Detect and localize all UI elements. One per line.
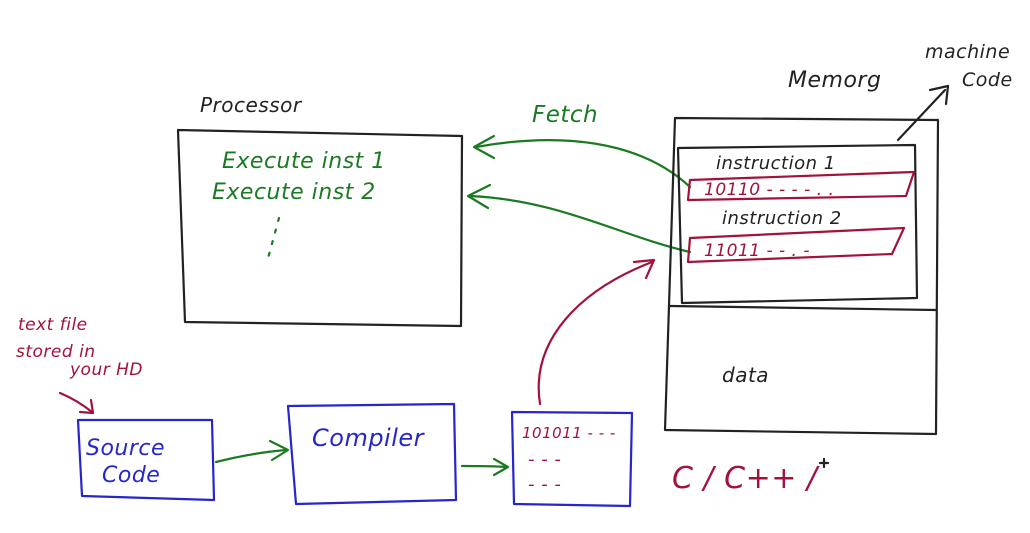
load-to-memory-arrow-head xyxy=(632,258,656,280)
cursor-mark xyxy=(818,457,830,469)
processor-line-1: Execute inst 1 xyxy=(222,149,386,174)
source-to-compiler-arrow-head xyxy=(268,439,290,462)
languages-label: C / C++ / xyxy=(672,461,820,496)
source-code-box xyxy=(76,418,216,502)
fetch-arrow-2-head xyxy=(466,183,492,210)
instruction-2-label: instruction 2 xyxy=(722,208,842,229)
processor-line-2: Execute inst 2 xyxy=(212,180,376,205)
binary-file-line-3: - - - xyxy=(528,474,561,495)
instruction-1-label: instruction 1 xyxy=(716,153,836,174)
source-code-line-1: Source xyxy=(86,436,165,461)
binary-file-line-2: - - - xyxy=(528,449,561,470)
processor-box xyxy=(176,128,464,328)
note-arrow-head xyxy=(78,398,95,415)
binary-file-box xyxy=(510,410,634,508)
memory-box xyxy=(663,116,940,436)
compiler-label: Compiler xyxy=(312,424,426,452)
machine-code-arrow-head xyxy=(928,84,950,106)
fetch-label: Fetch xyxy=(532,102,598,128)
fetch-arrow-1-head xyxy=(472,134,496,160)
fetch-arrow-1 xyxy=(474,139,692,189)
source-to-compiler-arrow xyxy=(214,448,288,464)
binary-file-line-1: 101011 - - - xyxy=(522,424,616,442)
machine-code-line-1: machine xyxy=(925,41,1010,63)
memory-code-region xyxy=(676,143,919,305)
instruction-1-bits: 10110 - - - - . . xyxy=(704,180,834,200)
instruction-2-bits: 11011 - - . - xyxy=(704,241,810,261)
note-line-2: stored in xyxy=(16,342,96,362)
compiler-box xyxy=(286,402,458,506)
instruction-1-cell xyxy=(686,170,916,202)
machine-code-line-2: Code xyxy=(962,69,1013,91)
load-to-memory-arrow xyxy=(537,260,654,406)
instruction-2-cell xyxy=(686,226,906,264)
note-line-1: text file xyxy=(18,315,88,335)
compiler-to-binary-arrow-head xyxy=(492,457,510,477)
compiler-to-binary-arrow xyxy=(460,464,508,469)
machine-code-arrow xyxy=(896,88,947,142)
processor-label: Processor xyxy=(200,93,303,117)
note-arrow xyxy=(58,391,94,414)
memory-data-label: data xyxy=(722,363,769,387)
processor-ellipsis-dots xyxy=(265,216,281,264)
note-line-3: your HD xyxy=(69,360,143,380)
source-code-line-2: Code xyxy=(102,463,160,488)
memory-divider xyxy=(668,304,938,312)
fetch-arrow-2 xyxy=(468,194,692,254)
memory-label: Memorg xyxy=(788,68,881,93)
